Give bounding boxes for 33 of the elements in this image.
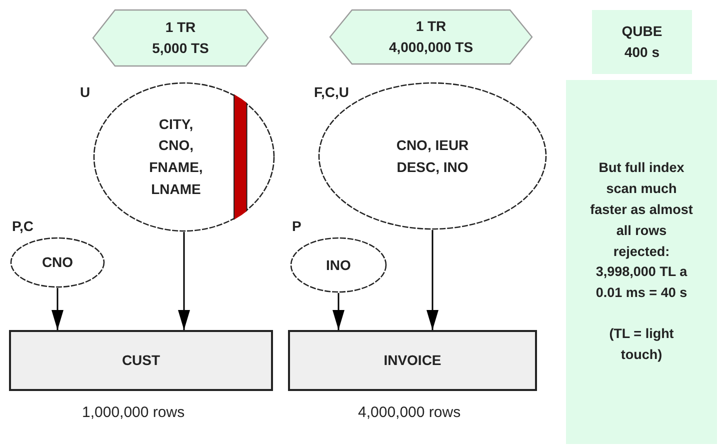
- node-label: CUST: [120, 351, 162, 370]
- ellipse-node: [290, 237, 387, 293]
- node-label: CNO: [40, 253, 74, 272]
- hexagon-node: [93, 10, 268, 66]
- node-label: 1 TR: [164, 18, 197, 37]
- node-annotation: P,C: [12, 218, 34, 234]
- note-panel: [566, 80, 717, 444]
- node-annotation: P: [292, 218, 302, 234]
- node-label: INVOICE: [382, 351, 442, 370]
- arrow: [332, 293, 344, 330]
- node-annotation: 4,000,000 rows: [358, 404, 461, 421]
- hexagon-node: [330, 10, 532, 64]
- node-annotation: F,C,U: [314, 84, 349, 100]
- node-label: CITY, CNO, FNAME, LNAME: [148, 114, 204, 199]
- ellipse-node: [10, 237, 105, 288]
- table-box: [288, 330, 537, 391]
- node-label: 4,000,000 TS: [388, 38, 474, 57]
- node-label: 5,000 TS: [151, 39, 210, 58]
- note-panel: [592, 10, 692, 74]
- node-label: 1 TR: [414, 17, 448, 36]
- node-label: CNO, IEUR DESC, INO: [395, 136, 470, 177]
- table-box: [9, 330, 273, 391]
- node-label: But full index scan much faster as almost all rows rejected: 3,998,000 TL a 0.01 ms = 40 s: [590, 158, 694, 302]
- arrow: [178, 232, 190, 330]
- node-label: QUBE: [620, 22, 664, 41]
- arrow: [426, 230, 438, 330]
- node-label: INO: [325, 256, 352, 274]
- node-annotation: 1,000,000 rows: [82, 404, 185, 421]
- node-label: (TL = light touch): [608, 325, 675, 364]
- node-annotation: U: [80, 84, 90, 100]
- ellipse-node: [93, 82, 275, 232]
- arrow: [52, 288, 64, 330]
- node-label: 400 s: [623, 43, 661, 62]
